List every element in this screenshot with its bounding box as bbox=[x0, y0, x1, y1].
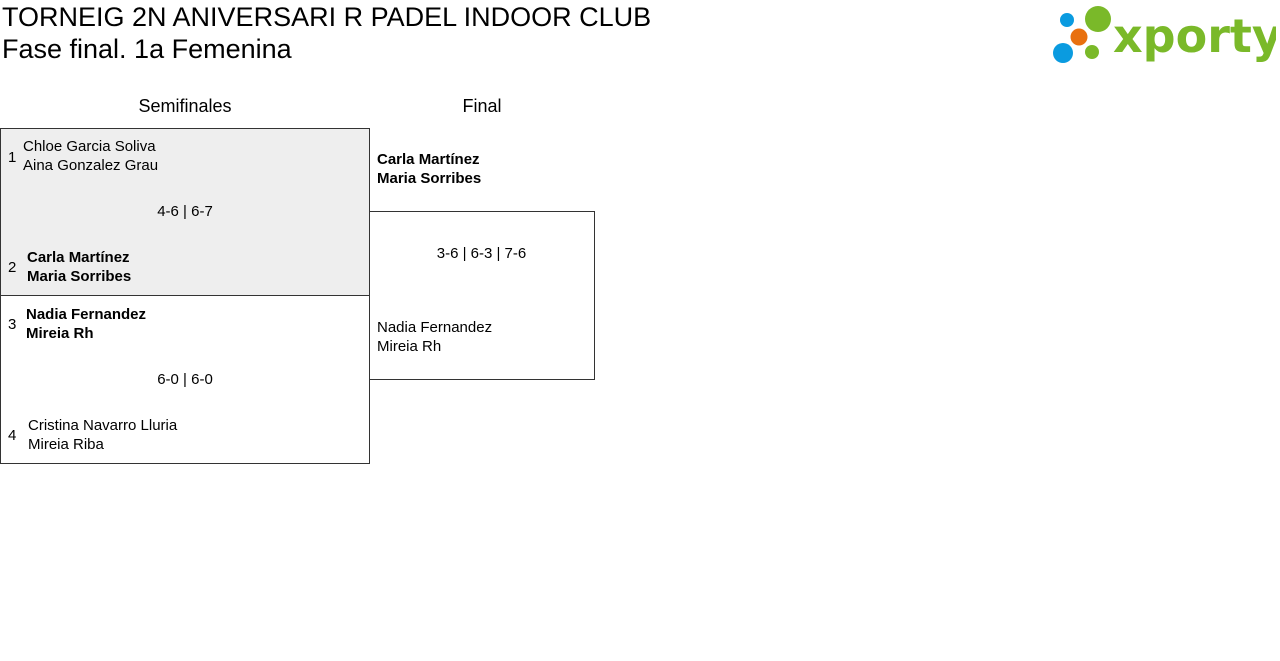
round-header-semifinals: Semifinales bbox=[138, 96, 232, 116]
logo-text: xporty bbox=[1113, 9, 1276, 63]
xporty-logo: xporty bbox=[1050, 4, 1280, 66]
seed: 2 bbox=[8, 259, 17, 276]
team-names-winner: Carla Martínez Maria Sorribes bbox=[27, 248, 131, 286]
player-name: Maria Sorribes bbox=[27, 268, 132, 285]
match-score: 6-0 | 6-0 bbox=[157, 371, 213, 388]
semifinal-match-1[interactable]: 1 Chloe Garcia Soliva Aina Gonzalez Grau… bbox=[0, 128, 370, 296]
player-name: Carla Martínez bbox=[377, 151, 480, 168]
player-name: Nadia Fernandez bbox=[377, 319, 493, 336]
team-names: Cristina Navarro Lluria Mireia Riba bbox=[28, 416, 177, 454]
player-name: Aina Gonzalez Grau bbox=[23, 157, 159, 174]
player-name: Mireia Rh bbox=[26, 325, 94, 342]
final-team-bottom: Nadia Fernandez Mireia Rh bbox=[377, 318, 492, 356]
round-header-final: Final bbox=[462, 96, 502, 116]
seed: 3 bbox=[8, 316, 17, 333]
match-score: 3-6 | 6-3 | 7-6 bbox=[436, 245, 527, 262]
match-score: 4-6 | 6-7 bbox=[157, 203, 213, 220]
seed: 4 bbox=[8, 427, 17, 444]
final-match[interactable]: 3-6 | 6-3 | 7-6 Nadia Fernandez Mireia R… bbox=[369, 211, 595, 380]
final-team-top: Carla Martínez Maria Sorribes bbox=[377, 150, 481, 188]
player-name: Mireia Rh bbox=[377, 338, 442, 355]
team-names: Chloe Garcia Soliva Aina Gonzalez Grau bbox=[23, 137, 158, 175]
player-name: Carla Martínez bbox=[27, 249, 130, 266]
page-subtitle: Fase final. 1a Femenina bbox=[2, 34, 292, 64]
seed: 1 bbox=[8, 149, 17, 166]
player-name: Cristina Navarro Lluria bbox=[28, 417, 178, 434]
player-name: Mireia Riba bbox=[28, 436, 104, 453]
semifinal-match-2[interactable]: 3 Nadia Fernandez Mireia Rh 6-0 | 6-0 4 … bbox=[0, 295, 370, 464]
player-name: Maria Sorribes bbox=[377, 170, 482, 187]
team-names-winner: Nadia Fernandez Mireia Rh bbox=[26, 305, 146, 343]
page-title: TORNEIG 2N ANIVERSARI R PADEL INDOOR CLU… bbox=[2, 2, 652, 32]
player-name: Chloe Garcia Soliva bbox=[23, 138, 156, 155]
player-name: Nadia Fernandez bbox=[26, 306, 147, 323]
